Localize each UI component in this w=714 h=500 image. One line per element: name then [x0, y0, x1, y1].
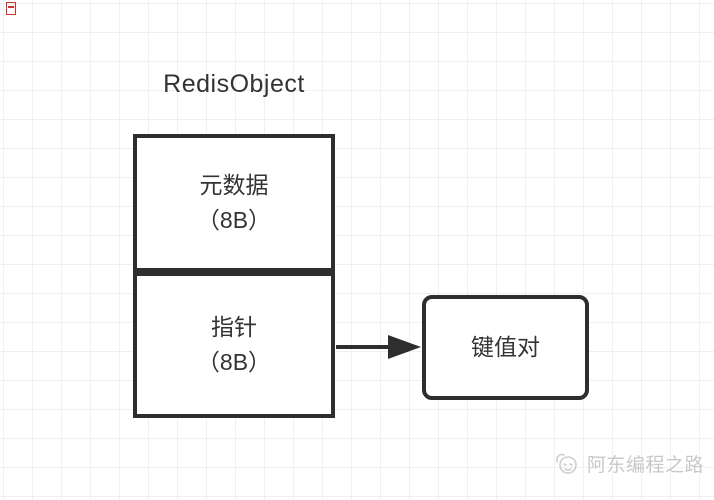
node-pointer-label: 指针 — [211, 314, 257, 340]
node-metadata-size: （8B） — [196, 207, 272, 233]
node-metadata-label: 元数据 — [199, 172, 269, 198]
node-keyvalue-label: 键值对 — [471, 334, 540, 360]
node-pointer: 指针 （8B） — [133, 272, 335, 418]
node-keyvalue: 键值对 — [422, 295, 589, 400]
node-pointer-size: （8B） — [196, 349, 272, 375]
watermark: 阿东编程之路 — [553, 450, 704, 477]
diagram-title: RedisObject — [163, 70, 305, 98]
node-metadata: 元数据 （8B） — [133, 134, 335, 272]
watermark-text: 阿东编程之路 — [587, 455, 705, 476]
red-stamp-icon — [6, 2, 16, 15]
doodle-face-icon — [556, 453, 577, 474]
